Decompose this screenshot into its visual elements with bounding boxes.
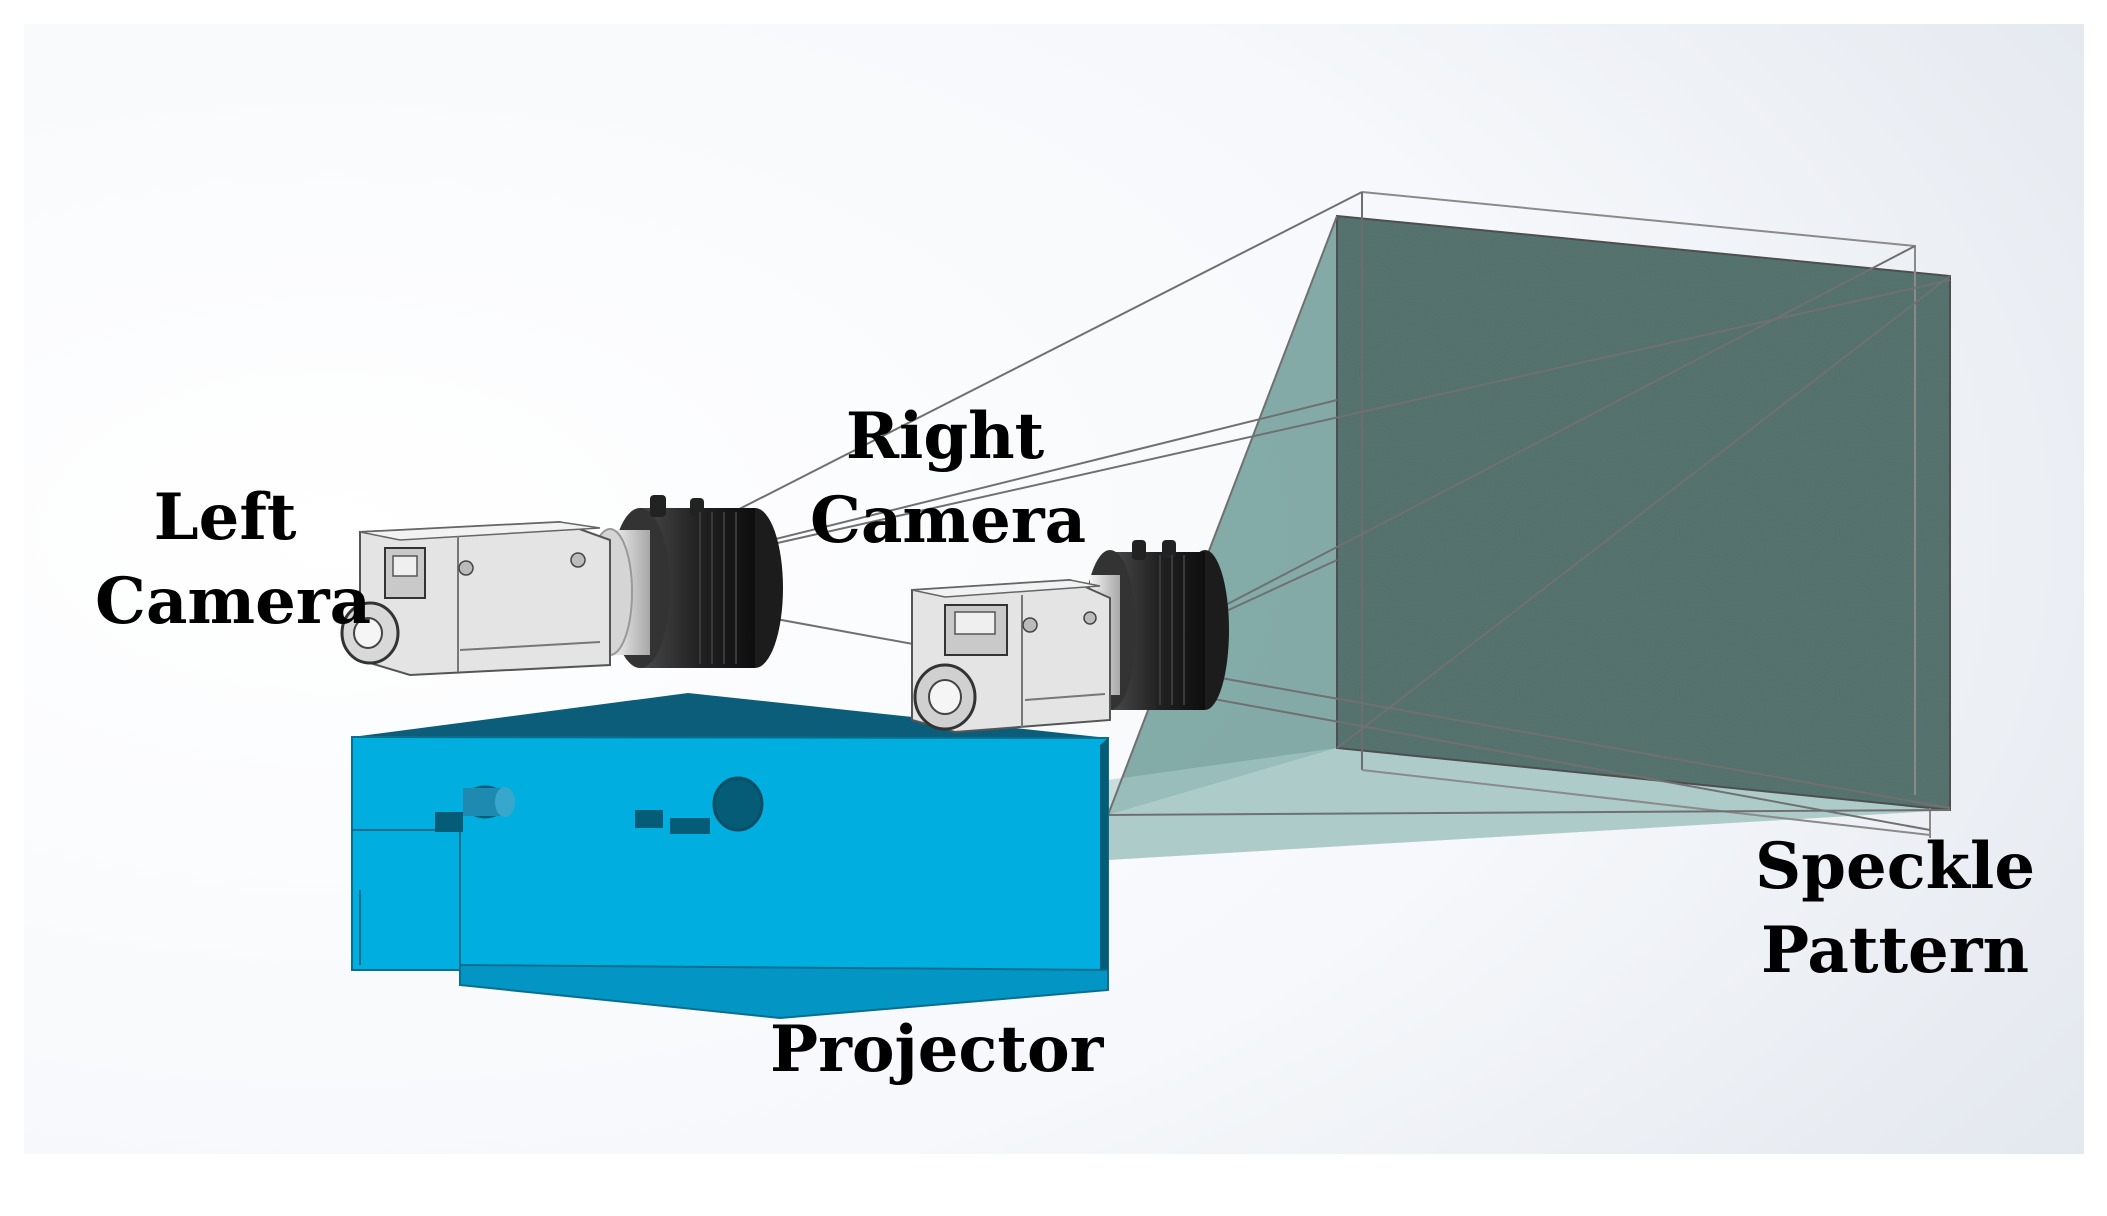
right-camera-label-line-2: Camera [810,483,1087,558]
speckle-pattern-label-line-2: Pattern [1761,913,2029,988]
left-camera [340,495,783,677]
speckle-pattern-label: Speckle Pattern [1755,825,2035,993]
projector-port [435,812,463,832]
right-camera-label-line-1: Right [845,399,1045,474]
speckle-pattern-surface [1336,191,1951,838]
right-camera [911,540,1229,734]
right-camera-label: Right Camera [810,395,1087,563]
left-camera-label-line-2: Camera [95,564,372,639]
projector-label: Projector [770,1012,1104,1087]
speckle-pattern-label-line-1: Speckle [1755,829,2036,904]
projector-lens-port [712,776,764,832]
projector-port [635,810,663,828]
projector-port [670,818,710,834]
projector-box [351,693,1109,1020]
left-camera-label-line-1: Left [153,480,297,555]
left-camera-label: Left Camera [95,476,372,644]
